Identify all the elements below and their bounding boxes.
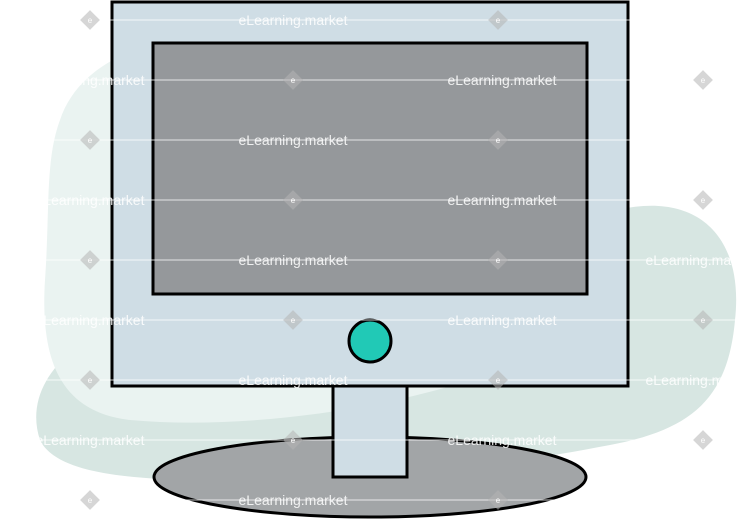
watermark-mark: e (80, 10, 100, 30)
watermark-text: eLearning.market (239, 252, 348, 268)
watermark-text: eLearning.market (646, 492, 750, 508)
stand-neck (331, 384, 409, 479)
watermark-text: eLearning.market (646, 12, 750, 28)
svg-text:e: e (701, 316, 706, 325)
svg-text:e: e (88, 16, 93, 25)
watermark-text: eLearning.market (36, 432, 145, 448)
watermark-mark: e (488, 10, 508, 30)
watermark-text: eLearning.market (239, 12, 348, 28)
svg-text:e: e (496, 376, 501, 385)
svg-text:e: e (88, 376, 93, 385)
svg-text:e: e (701, 196, 706, 205)
svg-text:e: e (496, 16, 501, 25)
watermark-mark: e (80, 250, 100, 270)
watermark-text: eLearning.market (646, 372, 750, 388)
watermark-mark: e (693, 70, 713, 90)
watermark-text: eLearning.market (36, 72, 145, 88)
svg-text:e: e (496, 256, 501, 265)
svg-text:e: e (291, 76, 296, 85)
svg-text:e: e (291, 316, 296, 325)
watermark-mark: e (80, 130, 100, 150)
watermark-text: eLearning.market (646, 252, 750, 268)
svg-text:e: e (496, 136, 501, 145)
watermark-mark: e (80, 490, 100, 510)
svg-text:e: e (291, 196, 296, 205)
svg-text:e: e (88, 136, 93, 145)
svg-text:e: e (701, 436, 706, 445)
power-button (347, 318, 393, 364)
watermark-text: eLearning.market (239, 372, 348, 388)
watermark-overlay: e eLearning.market e eLearning.market eLearn… (0, 10, 750, 510)
watermark-text: eLearning.market (36, 312, 145, 328)
svg-text:e: e (496, 496, 501, 505)
watermark-mark: e (80, 370, 100, 390)
watermark-text: eLearning.market (448, 432, 557, 448)
watermark-mark: e (488, 130, 508, 150)
svg-text:e: e (88, 256, 93, 265)
watermark-text: eLearning.market (646, 132, 750, 148)
watermark-text: eLearning.market (239, 132, 348, 148)
watermark-mark: e (693, 190, 713, 210)
watermark-mark: e (283, 190, 303, 210)
watermark-mark: e (283, 70, 303, 90)
watermark-mark: e (283, 310, 303, 330)
watermark-mark: e (488, 370, 508, 390)
watermark-mark: e (693, 310, 713, 330)
watermark-mark: e (488, 250, 508, 270)
watermark-mark: e (488, 490, 508, 510)
svg-text:e: e (701, 76, 706, 85)
watermark-text: eLearning.market (448, 72, 557, 88)
watermark-text: eLearning.market (448, 312, 557, 328)
watermark-text: eLearning.market (36, 192, 145, 208)
monitor-screen (151, 41, 589, 296)
watermark-mark: e (283, 430, 303, 450)
watermark-mark: e (693, 430, 713, 450)
svg-text:e: e (88, 496, 93, 505)
watermark-text: eLearning.market (239, 492, 348, 508)
watermark-text: eLearning.market (448, 192, 557, 208)
svg-text:e: e (291, 436, 296, 445)
